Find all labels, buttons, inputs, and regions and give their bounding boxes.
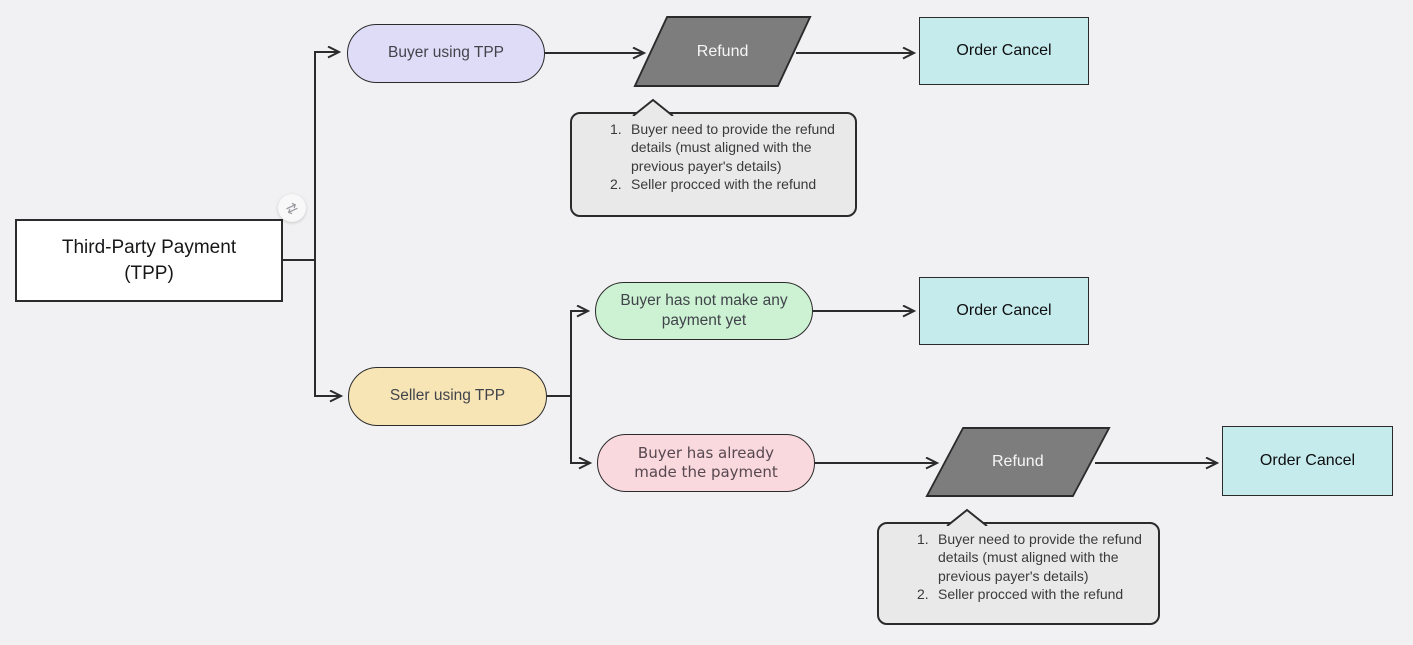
node-label: Buyer has not make any payment yet bbox=[620, 291, 788, 329]
node-buyer-no-payment[interactable]: Buyer has not make any payment yet bbox=[595, 282, 813, 340]
list-text: Buyer need to provide the refund details… bbox=[631, 121, 835, 174]
node-order-cancel-bottom[interactable]: Order Cancel bbox=[1222, 426, 1393, 496]
node-buyer-using-tpp[interactable]: Buyer using TPP bbox=[347, 24, 545, 83]
node-label: Buyer using TPP bbox=[387, 44, 505, 62]
note-pointer bbox=[946, 508, 988, 526]
node-label: Buyer has already made the payment bbox=[634, 443, 778, 482]
node-label: Refund bbox=[992, 453, 1044, 470]
edge-root-to-seller-tpp[interactable] bbox=[314, 260, 341, 396]
swap-icon-button[interactable]: ⇄ bbox=[278, 194, 306, 222]
note-refund-top[interactable]: 1. Buyer need to provide the refund deta… bbox=[570, 98, 857, 217]
edge-seller-to-payment-made[interactable] bbox=[570, 396, 590, 463]
list-marker: 2. bbox=[610, 176, 622, 193]
node-label: Order Cancel bbox=[956, 42, 1052, 59]
node-seller-using-tpp[interactable]: Seller using TPP bbox=[348, 367, 547, 426]
edge-root-to-buyer-tpp[interactable] bbox=[314, 52, 339, 260]
node-label: Refund bbox=[696, 42, 749, 60]
list-marker: 1. bbox=[610, 121, 622, 137]
note-pointer bbox=[632, 98, 674, 116]
edge-seller-to-no-payment[interactable] bbox=[570, 311, 588, 396]
note-list-item: 2. Seller procced with the refund bbox=[917, 585, 1148, 603]
node-label: Seller using TPP bbox=[389, 387, 506, 405]
note-list-item: 2. Seller procced with the refund bbox=[610, 175, 845, 193]
note-list-item: 1. Buyer need to provide the refund deta… bbox=[917, 530, 1148, 585]
list-marker: 1. bbox=[917, 531, 929, 547]
node-third-party-payment[interactable]: Third-Party Payment (TPP) bbox=[15, 219, 283, 302]
note-list-item: 1. Buyer need to provide the refund deta… bbox=[610, 120, 845, 175]
list-text: Seller procced with the refund bbox=[631, 176, 817, 193]
node-label: Third-Party Payment (TPP) bbox=[61, 237, 237, 284]
list-text: Seller procced with the refund bbox=[938, 586, 1124, 603]
node-order-cancel-mid[interactable]: Order Cancel bbox=[919, 277, 1089, 345]
node-buyer-payment-made[interactable]: Buyer has already made the payment bbox=[597, 434, 815, 492]
list-text: Buyer need to provide the refund details… bbox=[938, 531, 1142, 584]
node-label: Order Cancel bbox=[956, 302, 1052, 319]
node-label: Order Cancel bbox=[1259, 452, 1356, 469]
swap-icon: ⇄ bbox=[283, 197, 301, 218]
note-refund-bottom[interactable]: 1. Buyer need to provide the refund deta… bbox=[877, 508, 1160, 625]
node-order-cancel-top[interactable]: Order Cancel bbox=[919, 17, 1089, 85]
list-marker: 2. bbox=[917, 586, 929, 603]
